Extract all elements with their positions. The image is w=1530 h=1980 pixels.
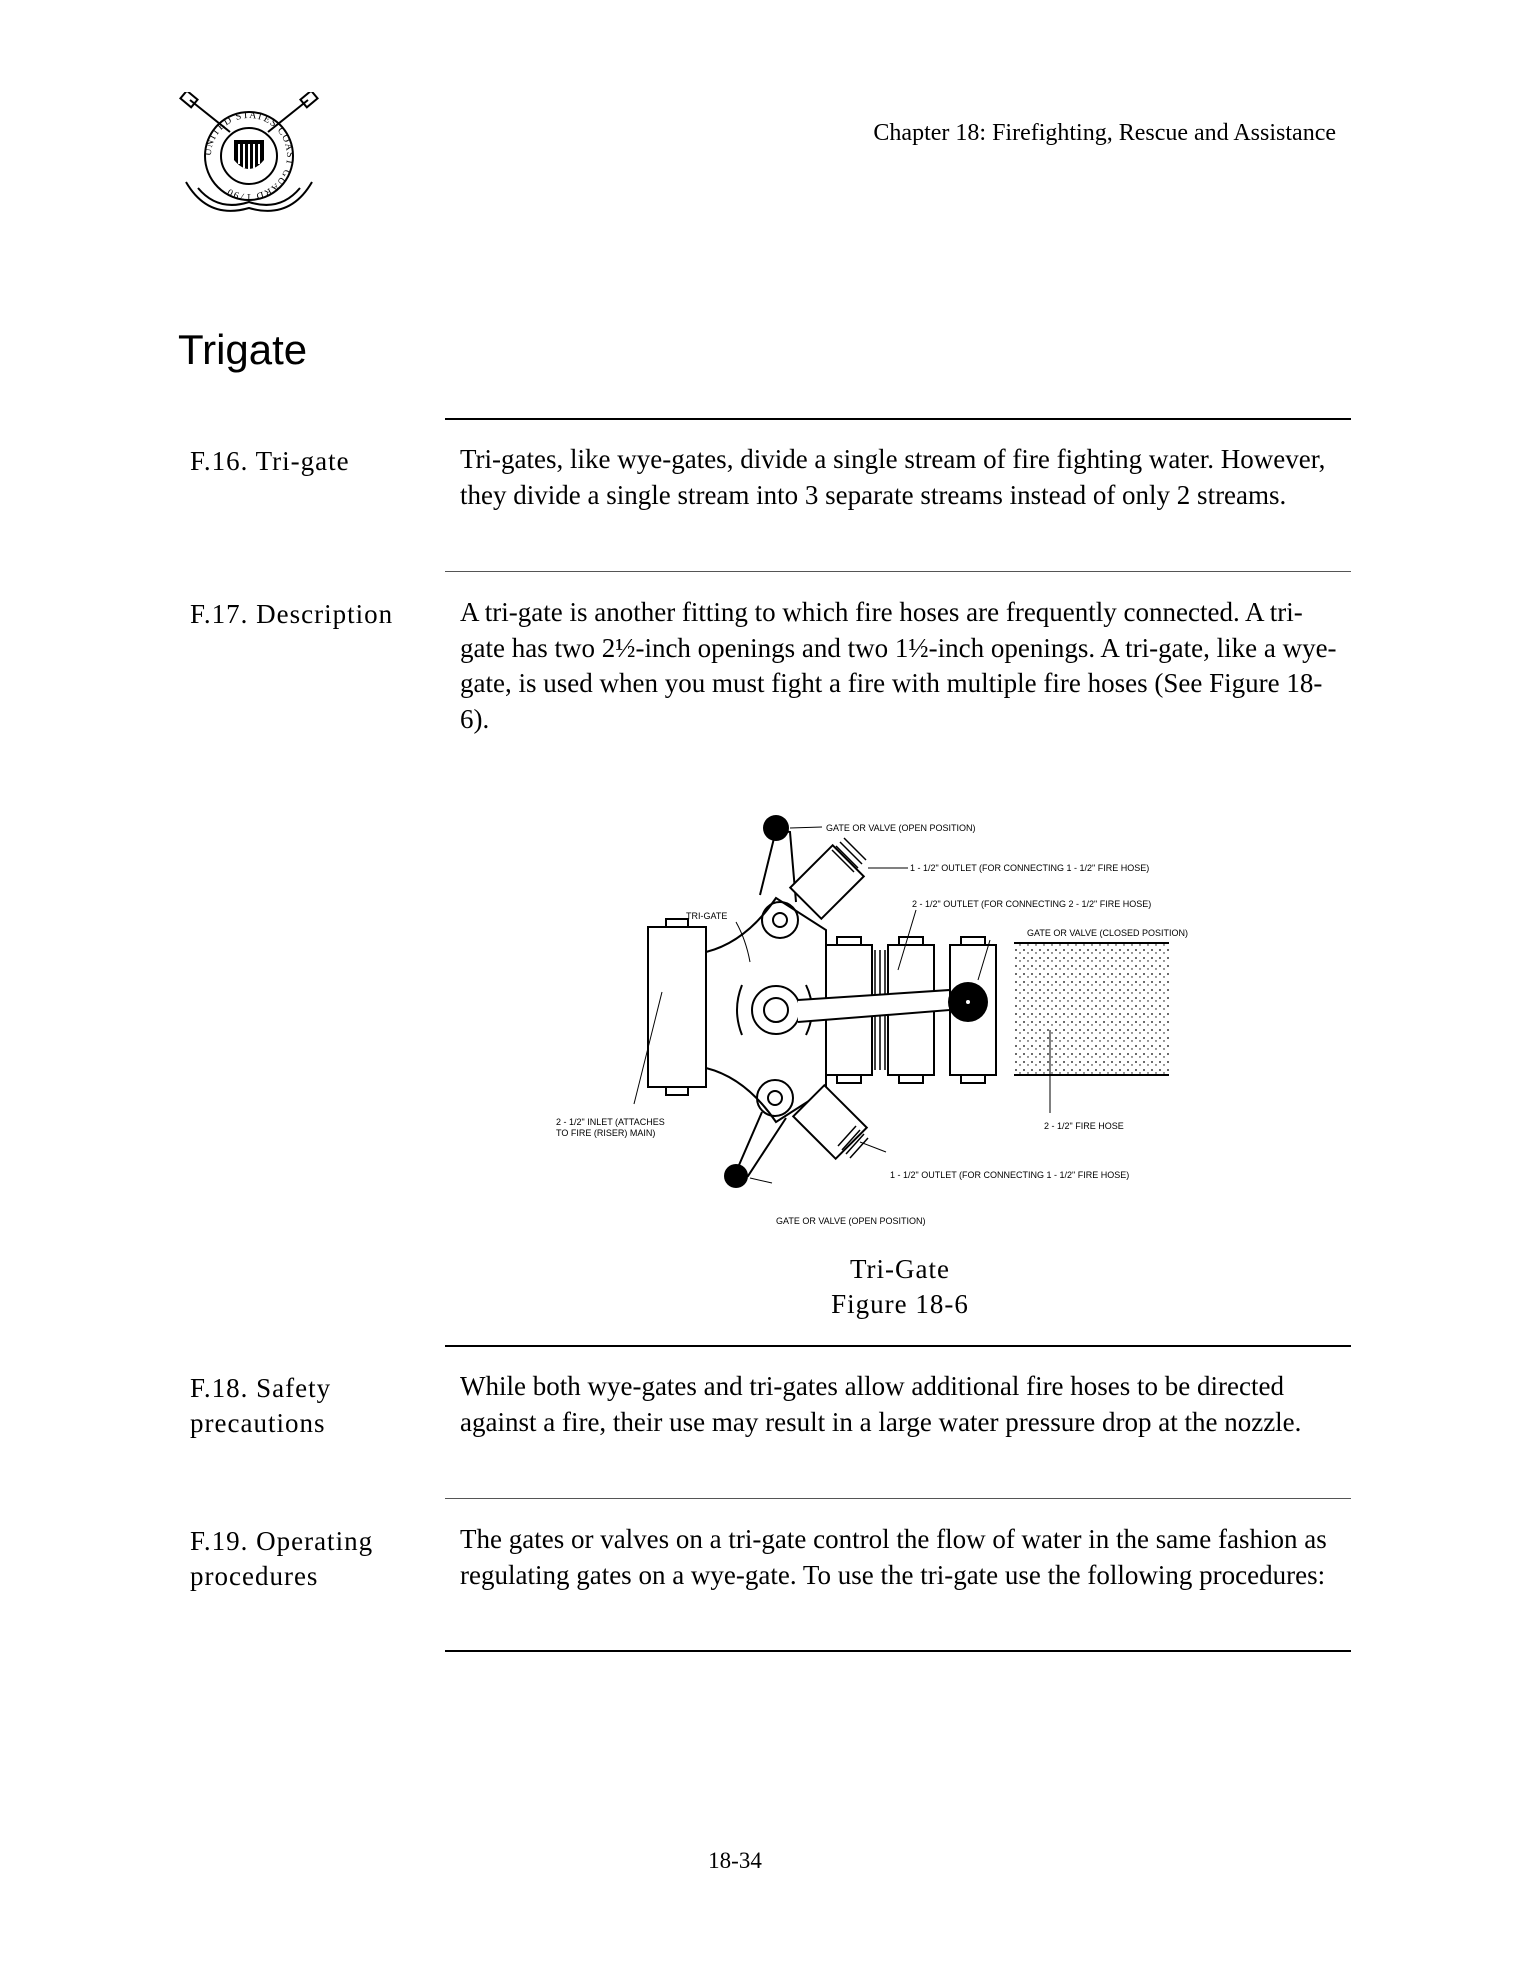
label-inlet-line2: TO FIRE (RISER) MAIN) bbox=[556, 1128, 655, 1138]
chapter-header: Chapter 18: Firefighting, Rescue and Ass… bbox=[873, 120, 1336, 146]
row-label-description: F.17. Description bbox=[190, 599, 394, 629]
figure-caption-title: Tri-Gate bbox=[850, 1254, 950, 1284]
label-outlet-bottom: 1 - 1/2" OUTLET (FOR CONNECTING 1 - 1/2"… bbox=[890, 1170, 1129, 1180]
label-tri-gate: TRI-GATE bbox=[686, 911, 727, 921]
page-number: 18-34 bbox=[708, 1848, 762, 1873]
label-outlet-top: 1 - 1/2" OUTLET (FOR CONNECTING 1 - 1/2"… bbox=[910, 863, 1149, 873]
row-body-safety: While both wye-gates and tri-gates allow… bbox=[460, 1371, 1302, 1437]
row-label-safety: F.18. Safety precautions bbox=[190, 1373, 332, 1438]
section-title: Trigate bbox=[178, 326, 308, 373]
rule-divider bbox=[445, 571, 1351, 572]
label-outlet-main: 2 - 1/2" OUTLET (FOR CONNECTING 2 - 1/2"… bbox=[912, 899, 1151, 909]
rule-bottom bbox=[445, 1650, 1351, 1652]
label-fire-hose: 2 - 1/2" FIRE HOSE bbox=[1044, 1121, 1124, 1131]
rule-top bbox=[445, 418, 1351, 420]
rule-divider bbox=[445, 1345, 1351, 1347]
label-gate-closed: GATE OR VALVE (CLOSED POSITION) bbox=[1027, 928, 1188, 938]
row-body-description: A tri-gate is another fitting to which f… bbox=[460, 597, 1337, 734]
row-body-tri-gate: Tri-gates, like wye-gates, divide a sing… bbox=[460, 444, 1326, 510]
figure-caption-number: Figure 18-6 bbox=[831, 1289, 969, 1319]
label-inlet-line1: 2 - 1/2" INLET (ATTACHES bbox=[556, 1117, 665, 1127]
rule-divider bbox=[445, 1498, 1351, 1499]
tri-gate-figure: GATE OR VALVE (OPEN POSITION) 1 - 1/2" O… bbox=[556, 815, 1188, 1226]
row-label-operating: F.19. Operating procedures bbox=[190, 1526, 374, 1591]
coast-guard-seal: UNITED STATES COAST GUARD 1790 bbox=[179, 92, 319, 212]
row-label-tri-gate: F.16. Tri-gate bbox=[190, 446, 350, 476]
label-gate-open-bottom: GATE OR VALVE (OPEN POSITION) bbox=[776, 1216, 926, 1226]
label-gate-open-top: GATE OR VALVE (OPEN POSITION) bbox=[826, 823, 976, 833]
row-body-operating: The gates or valves on a tri-gate contro… bbox=[460, 1524, 1327, 1590]
